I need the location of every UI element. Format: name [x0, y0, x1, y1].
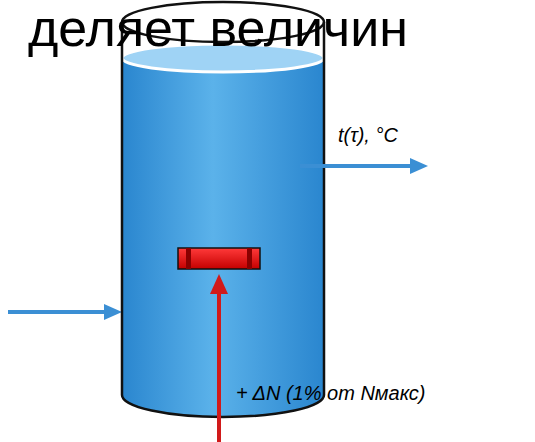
- outlet-arrow: [300, 158, 428, 174]
- temperature-label: t(τ), °C: [338, 124, 398, 146]
- power-arrow: [210, 274, 228, 442]
- power-label: + ΔN (1% от Nмакс): [236, 382, 426, 404]
- inlet-arrow: [8, 304, 122, 320]
- water: [122, 58, 324, 417]
- tank-outline: [122, 2, 324, 417]
- heater: [178, 248, 260, 269]
- heading-fragment: деляет величин: [28, 2, 408, 54]
